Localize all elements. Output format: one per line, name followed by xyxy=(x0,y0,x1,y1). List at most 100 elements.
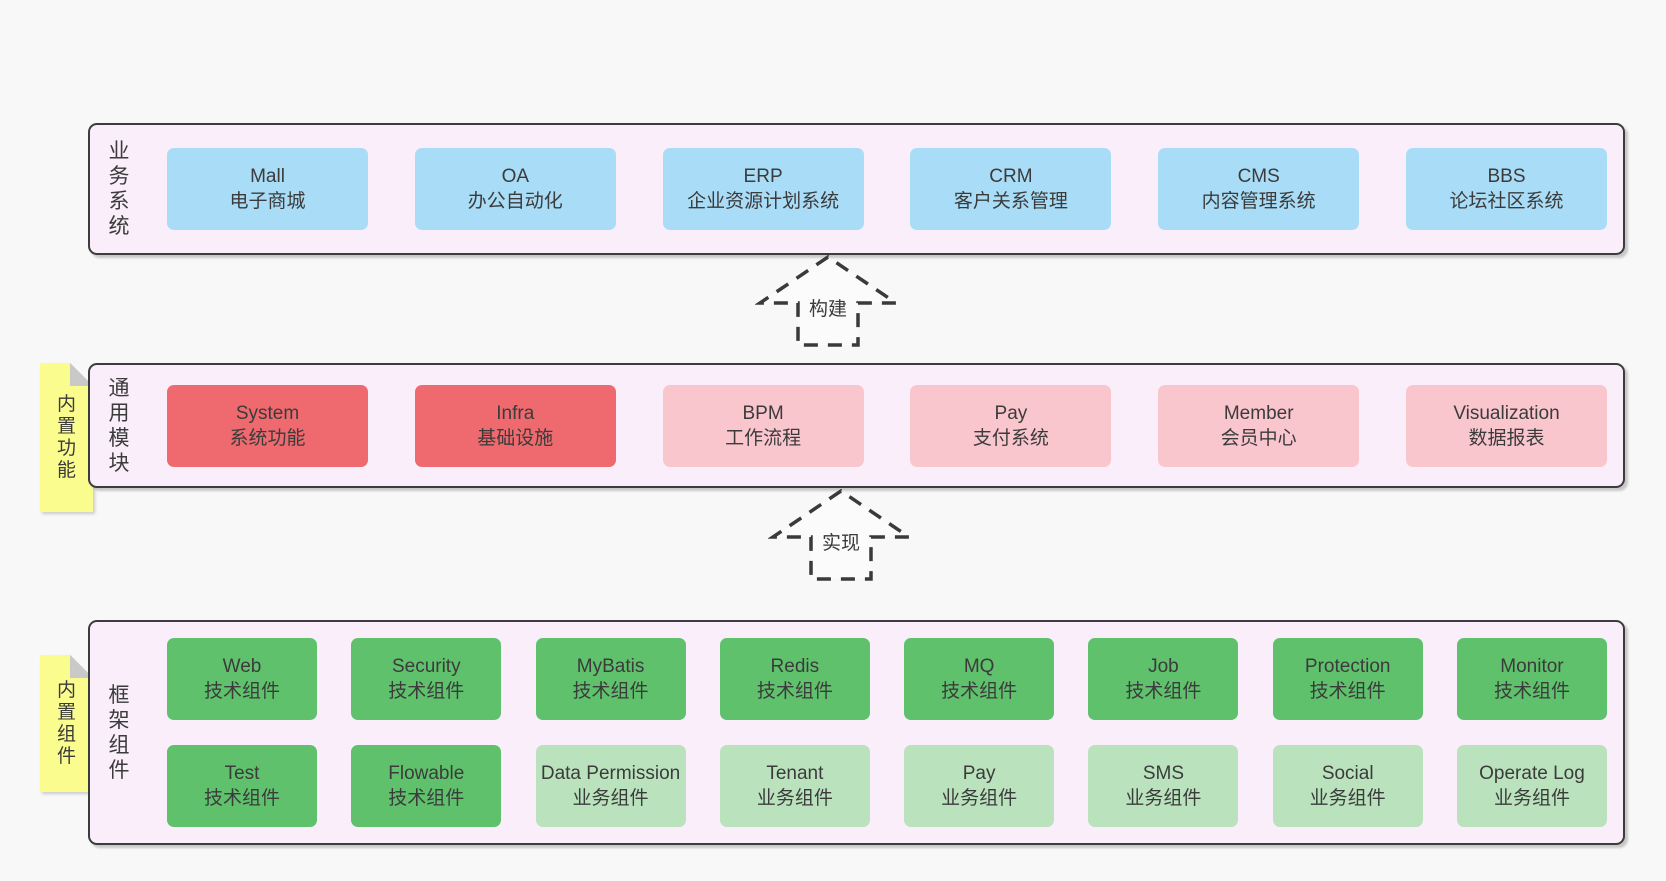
box-subtitle: 业务组件 xyxy=(1493,788,1570,809)
box-title: BBS xyxy=(1487,166,1526,187)
box-visualization: Visualization 数据报表 xyxy=(1405,384,1607,467)
box-bpm: BPM 工作流程 xyxy=(662,384,864,467)
component-row-2: Test 技术组件 Flowable 技术组件 Data Permission … xyxy=(167,745,1607,827)
box-subtitle: 工作流程 xyxy=(725,427,802,449)
fold-corner-icon xyxy=(70,363,93,386)
sticky-note-text: 内置组件 xyxy=(56,679,76,767)
box-mq: MQ 技术组件 xyxy=(904,638,1055,720)
box-title: Test xyxy=(224,763,260,784)
box-subtitle: 系统功能 xyxy=(229,427,306,449)
box-subtitle: 会员中心 xyxy=(1220,427,1297,449)
box-oa: OA 办公自动化 xyxy=(414,148,616,230)
box-title: Security xyxy=(391,656,461,677)
box-title: Pay xyxy=(994,402,1028,424)
box-monitor: Monitor 技术组件 xyxy=(1456,638,1607,720)
box-pay: Pay 支付系统 xyxy=(910,384,1112,467)
box-web: Web 技术组件 xyxy=(167,638,317,720)
box-title: Social xyxy=(1321,763,1374,784)
box-title: Redis xyxy=(770,656,820,677)
implement-arrow-label: 实现 xyxy=(818,528,864,555)
box-test: Test 技术组件 xyxy=(167,745,317,827)
box-subtitle: 论坛社区系统 xyxy=(1449,191,1564,212)
box-title: Job xyxy=(1148,656,1179,677)
box-title: BPM xyxy=(742,402,784,424)
box-pay-component: Pay 业务组件 xyxy=(904,745,1055,827)
box-title: Visualization xyxy=(1453,402,1560,424)
layer-framework-components: 框架组件 Web 技术组件 Security 技术组件 MyBatis 技术组件… xyxy=(88,620,1625,845)
box-subtitle: 技术组件 xyxy=(572,681,649,702)
implement-arrow: 实现 xyxy=(768,488,914,582)
box-infra: Infra 基础设施 xyxy=(414,384,616,467)
box-subtitle: 数据报表 xyxy=(1468,427,1545,449)
box-title: Infra xyxy=(496,402,535,424)
box-crm: CRM 客户关系管理 xyxy=(910,148,1112,230)
box-subtitle: 技术组件 xyxy=(1493,681,1570,702)
box-cms: CMS 内容管理系统 xyxy=(1158,148,1360,230)
box-title: Protection xyxy=(1304,656,1391,677)
box-subtitle: 基础设施 xyxy=(477,427,554,449)
box-title: MyBatis xyxy=(576,656,645,677)
box-security: Security 技术组件 xyxy=(351,638,502,720)
box-title: Operate Log xyxy=(1479,763,1585,784)
box-redis: Redis 技术组件 xyxy=(719,638,870,720)
box-title: Data Permission xyxy=(540,763,681,784)
box-title: Monitor xyxy=(1500,656,1564,677)
box-social: Social 业务组件 xyxy=(1272,745,1423,827)
box-sms: SMS 业务组件 xyxy=(1088,745,1239,827)
build-arrow-label: 构建 xyxy=(805,294,851,321)
layer-business-systems: 业务系统 Mall 电子商城 OA 办公自动化 ERP 企业资源计划系统 CRM… xyxy=(88,123,1625,255)
box-subtitle: 内容管理系统 xyxy=(1201,191,1316,212)
box-flowable: Flowable 技术组件 xyxy=(351,745,502,827)
layer-common-modules: 通用模块 System 系统功能 Infra 基础设施 BPM 工作流程 Pay… xyxy=(88,363,1625,488)
box-title: Tenant xyxy=(766,763,824,784)
box-title: Flowable xyxy=(388,763,465,784)
box-title: Mall xyxy=(250,166,285,187)
box-subtitle: 技术组件 xyxy=(1309,681,1386,702)
sticky-note-text: 内置功能 xyxy=(56,393,76,481)
box-subtitle: 业务组件 xyxy=(756,788,833,809)
box-subtitle: 技术组件 xyxy=(388,681,465,702)
box-subtitle: 业务组件 xyxy=(1309,788,1386,809)
box-mall: Mall 电子商城 xyxy=(167,148,368,230)
box-subtitle: 技术组件 xyxy=(756,681,833,702)
box-mybatis: MyBatis 技术组件 xyxy=(535,638,686,720)
box-subtitle: 业务组件 xyxy=(572,788,649,809)
box-subtitle: 业务组件 xyxy=(941,788,1018,809)
sticky-note-builtin-components: 内置组件 xyxy=(40,655,93,792)
sticky-note-builtin-features: 内置功能 xyxy=(40,363,93,512)
box-subtitle: 技术组件 xyxy=(203,788,280,809)
box-subtitle: 办公自动化 xyxy=(467,191,563,212)
box-title: SMS xyxy=(1142,763,1184,784)
box-operate-log: Operate Log 业务组件 xyxy=(1456,745,1607,827)
layer-business-label: 业务系统 xyxy=(108,140,130,238)
box-subtitle: 客户关系管理 xyxy=(953,191,1068,212)
box-subtitle: 技术组件 xyxy=(203,681,280,702)
box-data-permission: Data Permission 业务组件 xyxy=(535,745,686,827)
fold-corner-icon xyxy=(70,655,93,678)
box-subtitle: 技术组件 xyxy=(941,681,1018,702)
module-box-row: System 系统功能 Infra 基础设施 BPM 工作流程 Pay 支付系统… xyxy=(167,384,1607,467)
box-erp: ERP 企业资源计划系统 xyxy=(662,148,864,230)
build-arrow: 构建 xyxy=(755,254,901,348)
box-title: Web xyxy=(222,656,262,677)
box-title: CRM xyxy=(989,166,1033,187)
box-title: OA xyxy=(501,166,530,187)
component-row-1: Web 技术组件 Security 技术组件 MyBatis 技术组件 Redi… xyxy=(167,638,1607,720)
box-title: Member xyxy=(1223,402,1294,424)
box-title: System xyxy=(235,402,300,424)
box-title: Pay xyxy=(962,763,996,784)
box-subtitle: 支付系统 xyxy=(972,427,1049,449)
component-rows: Web 技术组件 Security 技术组件 MyBatis 技术组件 Redi… xyxy=(167,638,1607,827)
box-subtitle: 电子商城 xyxy=(229,191,306,212)
box-subtitle: 技术组件 xyxy=(1125,681,1202,702)
layer-components-label: 框架组件 xyxy=(108,683,130,782)
layer-modules-label: 通用模块 xyxy=(108,376,130,475)
business-box-row: Mall 电子商城 OA 办公自动化 ERP 企业资源计划系统 CRM 客户关系… xyxy=(167,148,1607,230)
box-member: Member 会员中心 xyxy=(1158,384,1360,467)
box-subtitle: 业务组件 xyxy=(1125,788,1202,809)
box-bbs: BBS 论坛社区系统 xyxy=(1405,148,1607,230)
box-subtitle: 企业资源计划系统 xyxy=(687,191,840,212)
box-job: Job 技术组件 xyxy=(1088,638,1239,720)
box-subtitle: 技术组件 xyxy=(388,788,465,809)
